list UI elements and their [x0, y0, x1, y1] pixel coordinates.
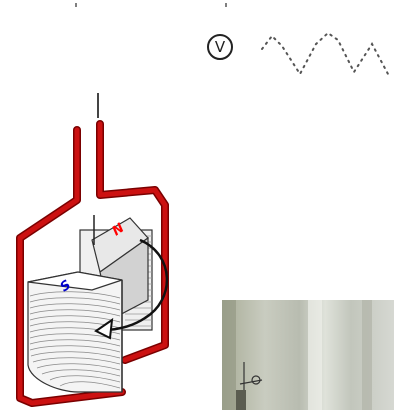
voltmeter-icon: V — [207, 34, 233, 60]
photo-thumbnail — [222, 300, 394, 410]
voltmeter-symbol: V — [215, 40, 225, 55]
output-wave — [262, 33, 388, 74]
photo-image — [222, 300, 394, 410]
